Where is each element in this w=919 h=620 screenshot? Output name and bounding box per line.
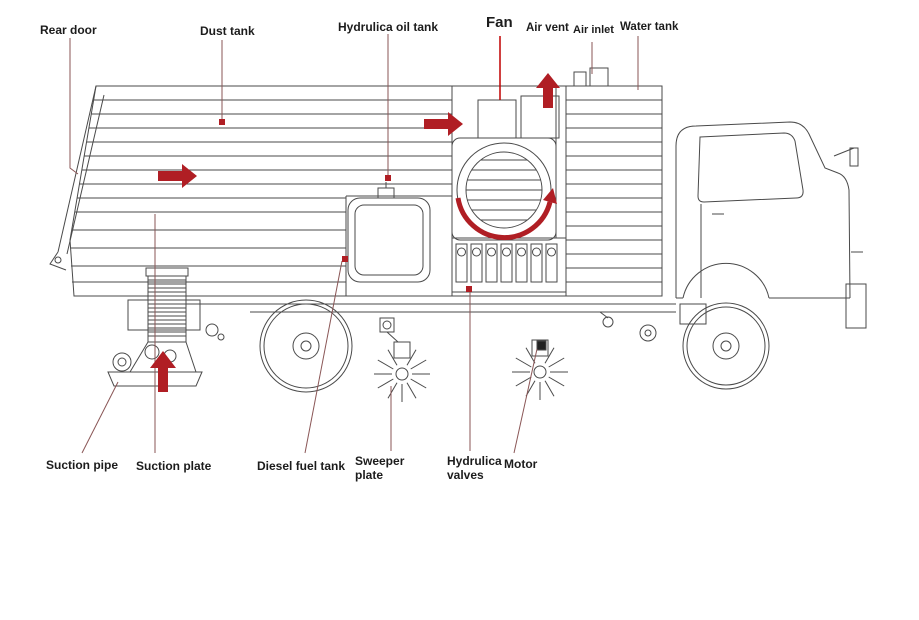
diesel-fuel-tank xyxy=(347,182,431,283)
fan-rotation-arrowhead xyxy=(543,188,557,204)
truck-cab xyxy=(675,121,867,329)
chassis xyxy=(127,299,676,342)
suction-plate-shape xyxy=(107,371,203,387)
air-inlet-fittings xyxy=(570,67,612,87)
fan-assembly xyxy=(451,95,560,241)
leader-motor xyxy=(513,348,538,454)
label-dust-tank: Dust tank xyxy=(200,24,255,38)
fan-rotation-arc xyxy=(455,197,553,241)
cab-window xyxy=(697,132,804,203)
rear-wheel xyxy=(259,299,353,393)
marker-dots xyxy=(219,119,472,292)
leader-suction-pipe xyxy=(81,381,119,454)
label-suction-pipe: Suction pipe xyxy=(46,458,118,472)
label-water-tank: Water tank xyxy=(620,21,679,33)
label-motor: Motor xyxy=(504,457,538,471)
front-wheel xyxy=(682,302,770,390)
sweeper-brush-center xyxy=(374,317,430,402)
label-air-vent: Air vent xyxy=(526,22,569,34)
mirror xyxy=(849,147,859,167)
airflow-arrows xyxy=(150,73,560,392)
label-air-inlet: Air inlet xyxy=(573,24,614,36)
airflow-arrow-suction-up xyxy=(150,351,176,392)
dot-diesel-tank xyxy=(342,256,348,262)
dot-oil-tank xyxy=(385,175,391,181)
fan-housing-box xyxy=(477,99,517,139)
airflow-arrow-into-fan xyxy=(424,112,463,136)
air-vent-box xyxy=(520,95,560,139)
label-rear-door: Rear door xyxy=(40,23,97,37)
mirror-arm xyxy=(833,147,855,157)
label-suction-plate: Suction plate xyxy=(136,459,212,473)
airflow-arrow-air-vent-up xyxy=(536,73,560,108)
water-tank-section xyxy=(566,99,662,283)
leader-rear-door xyxy=(69,38,79,175)
hydraulic-valve-bank xyxy=(452,237,566,293)
wheel-arch xyxy=(682,262,770,299)
suction-assembly xyxy=(107,267,203,387)
leader-lines xyxy=(69,34,639,454)
dot-valves xyxy=(466,286,472,292)
dust-tank-body xyxy=(69,85,663,297)
label-diesel-fuel-tank: Diesel fuel tank xyxy=(257,459,346,473)
cab-step xyxy=(679,303,707,325)
label-hydrulica-oil-tank: Hydrulica oil tank xyxy=(338,20,439,34)
dot-dust-tank xyxy=(219,119,225,125)
motor-block xyxy=(536,340,547,351)
airflow-arrow-right-tank xyxy=(158,164,197,188)
leader-diesel-fuel-tank xyxy=(304,260,343,454)
sweeper-brush-front xyxy=(512,339,568,400)
label-fan: Fan xyxy=(486,14,513,31)
rear-door-panel xyxy=(49,85,105,271)
label-hydrulica-valves: Hydrulica valves xyxy=(447,454,502,482)
front-bumper xyxy=(845,283,867,329)
label-sweeper-plate: Sweeper plate xyxy=(355,454,405,482)
